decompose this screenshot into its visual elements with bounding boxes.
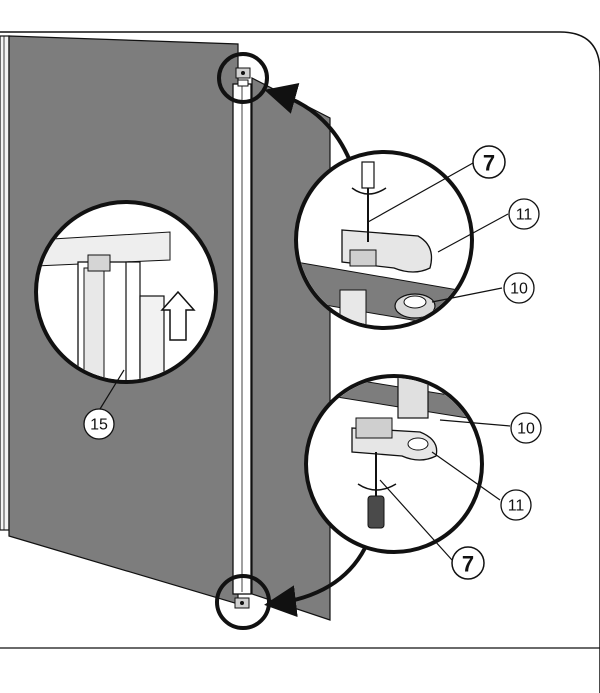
callout-7-bottom: 7 — [451, 546, 485, 580]
glass-panel-second — [251, 77, 331, 621]
callout-11-top: 11 — [508, 198, 540, 230]
bottom-right-zoom-detail — [304, 374, 484, 554]
top-hinge-detail — [235, 67, 251, 87]
callout-10-bottom: 10 — [510, 412, 542, 444]
svg-text:11: 11 — [508, 498, 525, 515]
callout-10-top: 10 — [503, 272, 535, 304]
svg-text:10: 10 — [517, 421, 535, 438]
svg-text:15: 15 — [90, 417, 108, 434]
arrow-to-bottom-detail — [264, 547, 367, 618]
callout-leaders — [99, 162, 511, 561]
left-zoom-detail — [34, 200, 218, 384]
callout-7-top: 7 — [472, 145, 506, 179]
callout-11-bottom: 11 — [500, 489, 532, 521]
top-hinge-highlight-ring — [217, 52, 269, 104]
svg-text:11: 11 — [516, 207, 533, 224]
svg-text:7: 7 — [483, 151, 495, 176]
svg-text:10: 10 — [510, 281, 528, 298]
callout-15: 15 — [83, 408, 115, 440]
top-right-zoom-detail — [294, 150, 474, 330]
bottom-hinge-detail — [234, 597, 250, 609]
wall-profile — [0, 35, 10, 531]
svg-text:7: 7 — [462, 552, 474, 577]
up-arrow-icon — [160, 290, 196, 341]
arrow-to-top-detail — [264, 82, 354, 167]
